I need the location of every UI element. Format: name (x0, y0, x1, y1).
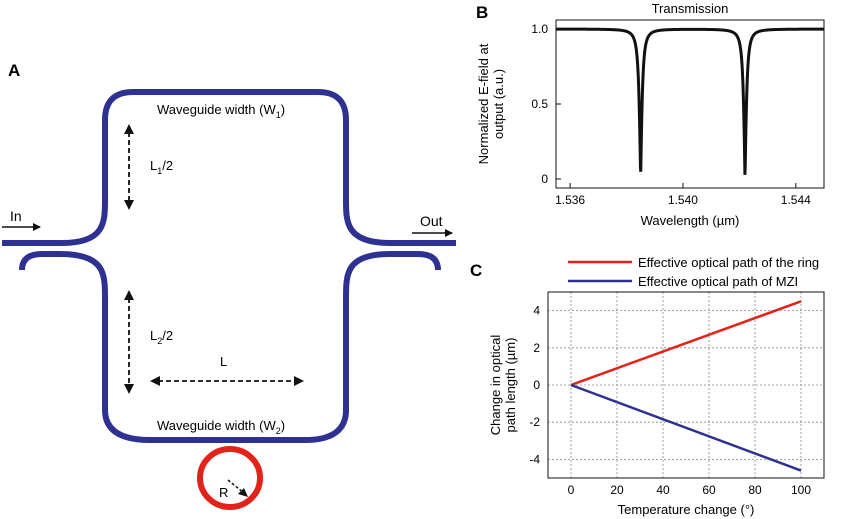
x-tick-label: 20 (610, 483, 624, 497)
mzi-diagram: In Out Waveguide width (W1) Waveguide wi… (2, 89, 456, 510)
y-tick-label: -4 (529, 452, 540, 466)
ring-radius-label: R (219, 485, 228, 500)
l1-arrowhead-top (124, 124, 134, 134)
upper-waveguide (2, 89, 456, 246)
series-line (570, 300, 802, 387)
waveguide-w2-thin (150, 438, 305, 441)
l-arrowhead-left (150, 376, 160, 386)
x-tick-label: 1.540 (668, 193, 698, 207)
x-tick-label: 1.544 (781, 193, 811, 207)
in-label: In (10, 208, 22, 224)
y-tick-label: 4 (533, 304, 540, 318)
y-tick-label: 0 (533, 378, 540, 392)
y-tick-label: 0 (541, 172, 548, 186)
waveguide-width-w2-label: Waveguide width (W2) (157, 418, 285, 436)
l1-half-label: L1/2 (150, 158, 173, 176)
x-tick-label: 1.536 (555, 193, 585, 207)
panel-label-c: C (470, 261, 482, 280)
transmission-curve (556, 27, 824, 175)
y-tick-label: 2 (533, 341, 540, 355)
out-label: Out (420, 213, 443, 229)
l1-arrowhead-bottom (124, 200, 134, 210)
y-axis-label-line: path length (µm) (503, 338, 518, 433)
chart-title: Transmission (652, 1, 729, 16)
x-tick-label: 100 (791, 483, 811, 497)
legend-label: Effective optical path of MZI (638, 274, 798, 289)
series-line (570, 383, 802, 472)
x-tick-label: 0 (568, 483, 575, 497)
y-tick-label: 0.5 (531, 97, 548, 111)
l2-arrowhead-bottom (124, 384, 134, 394)
y-axis-label: Change in opticalpath length (µm) (488, 335, 518, 436)
y-tick-label: -2 (529, 415, 540, 429)
y-axis-label-line: Normalized E-field at (476, 43, 491, 164)
lower-waveguide (19, 251, 441, 443)
ring-resonator (197, 446, 263, 510)
ring-radius-arrowhead (238, 488, 248, 497)
l2-half-label: L2/2 (150, 328, 173, 346)
x-axis-label: Temperature change (°) (618, 502, 755, 517)
l2-arrowhead-top (124, 290, 134, 300)
y-axis-label-line: Change in optical (488, 335, 503, 436)
x-axis-label: Wavelength (µm) (641, 213, 740, 228)
x-tick-label: 80 (748, 483, 762, 497)
l-arrowhead-right (294, 376, 304, 386)
y-tick-label: 1.0 (531, 22, 548, 36)
plot-frame (555, 19, 825, 189)
transmission-chart: Transmission 1.536 1.540 1.544 0 0.5 1.0Wavele… (476, 1, 825, 228)
x-tick-label: 60 (702, 483, 716, 497)
y-axis-label: Normalized E-field atoutput (a.u.) (476, 43, 506, 164)
l-label: L (220, 354, 227, 369)
panel-label-b: B (476, 3, 488, 22)
panel-label-a: A (8, 61, 20, 80)
x-tick-label: 40 (656, 483, 670, 497)
plot-frame (547, 291, 825, 479)
waveguide-width-w1-label: Waveguide width (W1) (157, 102, 285, 120)
legend-label: Effective optical path of the ring (638, 255, 819, 270)
y-axis-label-line: output (a.u.) (491, 69, 506, 139)
